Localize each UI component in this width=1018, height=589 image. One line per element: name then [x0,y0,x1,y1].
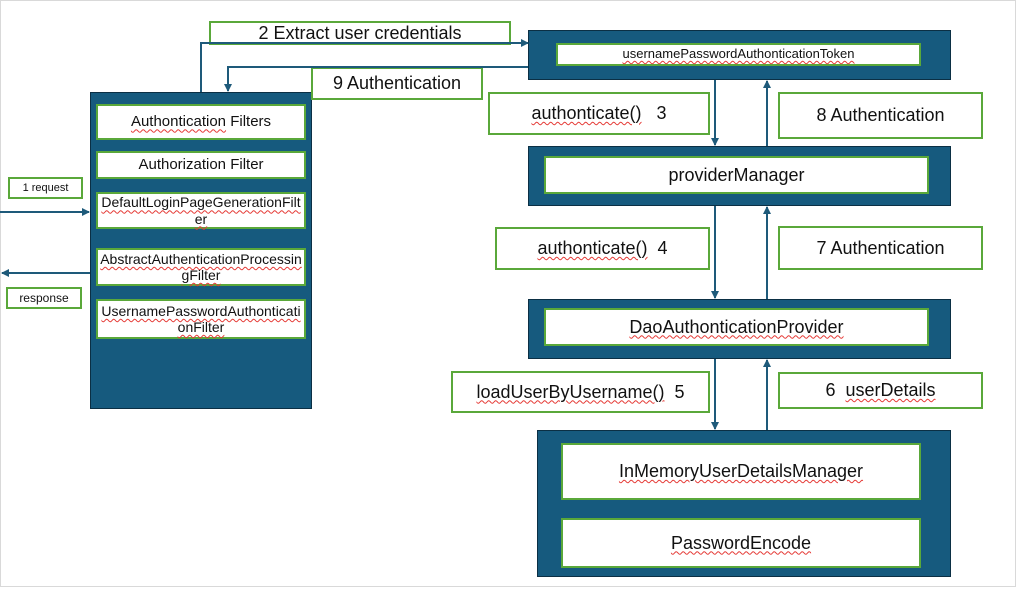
authentication-filters-word: Authontication [130,113,227,131]
default-login-page-filter-box: DefaultLoginPageGenerationFilter [96,192,306,229]
abstract-auth-processing-filter-label: AbstractAuthenticationProcessingFilter [100,250,302,283]
authenticate-3-label: authonticate() 3 [488,92,710,135]
authenticate-4-label: authonticate() 4 [495,227,710,270]
authentication-filters-rest: Filters [226,113,272,131]
abstract-auth-processing-filter-box: AbstractAuthenticationProcessingFilter [96,248,306,286]
authorization-filter-box: Authorization Filter [96,151,306,179]
authentication-filters-box: Authontication Filters [96,104,306,140]
load-user-5-label: loadUserByUsername() 5 [451,371,710,413]
user-details-manager-box: InMemoryUserDetailsManager [561,443,921,500]
authorization-filter-word: Authorization [138,156,227,174]
authorization-filter-rest: Filter [226,156,264,174]
token-box: usernamePasswordAuthonticationToken [556,43,921,66]
authentication-9-label: 9 Authentication [311,67,483,100]
response-label: response [6,287,82,309]
extract-credentials-label: 2 Extract user credentials [209,21,511,45]
request-label: 1 request [8,177,83,199]
password-encoder-box: PasswordEncode [561,518,921,568]
authentication-8-label: 8 Authentication [778,92,983,139]
username-password-filter-label: UsernamePasswordAuthonticationFilter [101,302,301,335]
username-password-filter-box: UsernamePasswordAuthonticationFilter [96,299,306,339]
provider-manager-box: providerManager [544,156,929,194]
default-login-page-filter-label: DefaultLoginPageGenerationFilter [101,194,301,227]
authentication-7-label: 7 Authentication [778,226,983,270]
user-details-6-label: 6 userDetails [778,372,983,409]
dao-provider-box: DaoAuthonticationProvider [544,308,929,346]
